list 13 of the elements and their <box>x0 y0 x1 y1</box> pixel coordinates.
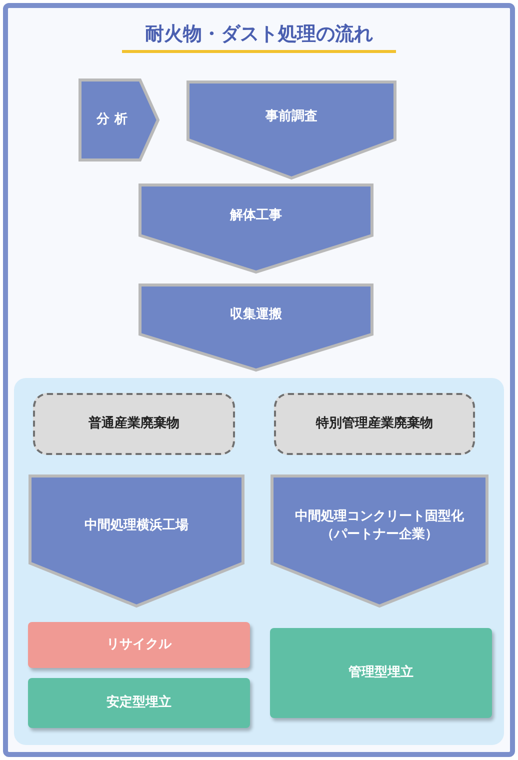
title: 耐火物・ダスト処理の流れ <box>122 22 396 53</box>
disposal-box: 安定型埋立 <box>28 678 250 728</box>
panel-background <box>14 378 504 745</box>
step-label: 中間処理コンクリート固型化（パートナー企業） <box>294 508 465 544</box>
step-label: 収集運搬 <box>229 306 283 324</box>
step-label: 分 析 <box>95 111 128 129</box>
disposal-box: 管理型埋立 <box>270 628 492 718</box>
step-label: 解体工事 <box>228 206 283 225</box>
step-label: 事前調査 <box>264 108 318 126</box>
step-label: 中間処理横浜工場 <box>84 516 190 535</box>
waste-type-box: 普通産業廃棄物 <box>33 393 235 455</box>
disposal-box: リサイクル <box>28 622 250 668</box>
waste-type-box: 特別管理産業廃棄物 <box>274 393 475 455</box>
